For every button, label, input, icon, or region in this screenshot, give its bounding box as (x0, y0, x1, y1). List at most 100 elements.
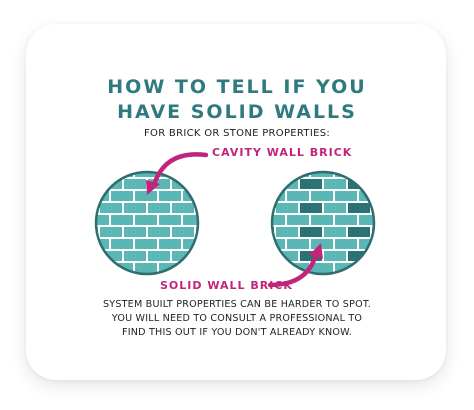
brick (272, 251, 274, 261)
brick (100, 203, 122, 213)
brick (359, 215, 374, 225)
brick (272, 239, 285, 249)
brick (324, 179, 346, 189)
brick (124, 275, 146, 285)
title-line-2: HAVE SOLID WALLS (117, 101, 357, 123)
brick (287, 215, 309, 225)
brick (335, 239, 357, 249)
brick (311, 239, 333, 249)
infographic-card (26, 24, 446, 380)
brick (372, 179, 374, 189)
brick (183, 215, 198, 225)
cavity-wall-circle (94, 170, 200, 276)
brick (183, 191, 198, 201)
brick (100, 251, 122, 261)
brick (300, 203, 322, 213)
brick (272, 215, 285, 225)
brick (276, 203, 298, 213)
brick (300, 227, 322, 237)
brick (96, 179, 98, 189)
brick (159, 191, 181, 201)
brick (148, 203, 170, 213)
brick (196, 179, 198, 189)
footer-note: SYSTEM BUILT PROPERTIES CAN BE HARDER TO… (0, 298, 474, 340)
solid-arrowhead-icon (309, 243, 323, 259)
title-line-1: HOW TO TELL IF YOU (107, 76, 367, 98)
cavity-arrowhead-icon (146, 180, 160, 195)
brick (348, 275, 370, 285)
solid-wall-circle (270, 170, 376, 276)
brick (359, 191, 374, 201)
brick (287, 239, 309, 249)
brick (335, 215, 357, 225)
brick (300, 179, 322, 189)
brick (348, 203, 370, 213)
brick (196, 227, 198, 237)
subtitle: FOR BRICK OR STONE PROPERTIES: (143, 128, 331, 139)
brick (148, 227, 170, 237)
brick (76, 275, 98, 285)
brick (272, 172, 285, 177)
footer-line-2: YOU WILL NEED TO CONSULT A PROFESSIONAL … (111, 313, 363, 324)
brick (172, 251, 194, 261)
brick (172, 227, 194, 237)
brick (372, 251, 374, 261)
brick (311, 172, 333, 177)
brick (124, 227, 146, 237)
brick (96, 203, 98, 213)
brick (100, 275, 122, 285)
cavity-wall-label: CAVITY WALL BRICK (212, 146, 353, 159)
brick (359, 263, 374, 273)
brick (272, 179, 274, 189)
brick (111, 191, 133, 201)
brick (272, 227, 274, 237)
brick (287, 191, 309, 201)
brick (96, 172, 109, 177)
brick (96, 251, 98, 261)
brick (148, 251, 170, 261)
brick (172, 203, 194, 213)
brick (124, 179, 146, 189)
brick (272, 263, 285, 273)
cavity-arrow-icon (151, 152, 209, 188)
brick (335, 191, 357, 201)
brick (372, 227, 374, 237)
brick (96, 227, 98, 237)
brick (276, 227, 298, 237)
brick (359, 172, 374, 177)
brick (311, 263, 333, 273)
brick (135, 191, 157, 201)
brick (100, 227, 122, 237)
brick (111, 239, 133, 249)
brick (324, 227, 346, 237)
brick (183, 263, 198, 273)
footer-line-1: SYSTEM BUILT PROPERTIES CAN BE HARDER TO… (102, 299, 371, 310)
brick (96, 263, 109, 273)
brick (372, 203, 374, 213)
brick (135, 239, 157, 249)
brick (324, 275, 346, 285)
brick (311, 191, 333, 201)
brick (135, 263, 157, 273)
brick (159, 215, 181, 225)
brick (311, 215, 333, 225)
brick (372, 275, 394, 285)
solid-arrow-icon (267, 251, 319, 288)
brick (183, 239, 198, 249)
brick (276, 251, 298, 261)
brick (348, 251, 370, 261)
brick (111, 215, 133, 225)
brick (324, 251, 346, 261)
brick (159, 239, 181, 249)
brick (272, 203, 274, 213)
brick (124, 203, 146, 213)
brick (124, 251, 146, 261)
brick (359, 239, 374, 249)
brick (300, 251, 322, 261)
solid-wall-label: SOLID WALL BRICK (160, 279, 293, 292)
brick (324, 203, 346, 213)
brick (348, 227, 370, 237)
brick (183, 172, 198, 177)
brick (135, 215, 157, 225)
